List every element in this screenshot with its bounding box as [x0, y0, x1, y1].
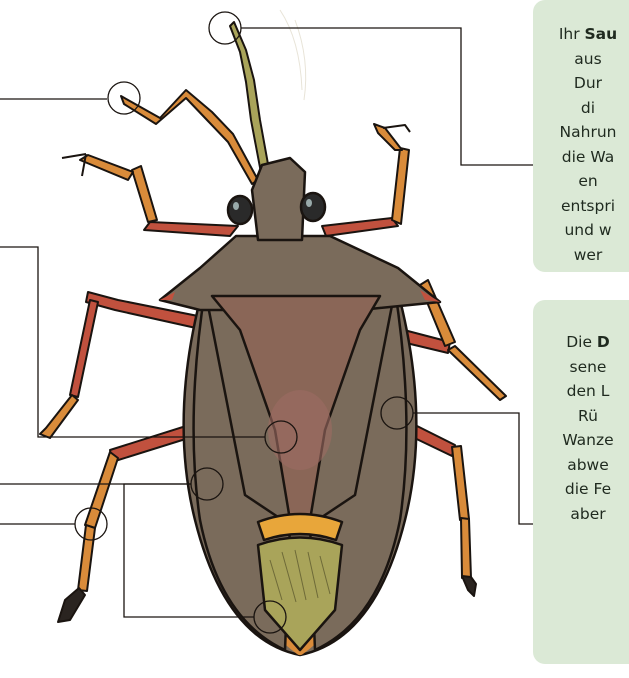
card-text: den L — [567, 382, 610, 400]
card-text-line: Dur — [533, 71, 629, 96]
left-eye — [228, 196, 252, 224]
card-text: di — [581, 99, 595, 117]
card-text-line: Rü — [533, 404, 629, 429]
card-text: Dur — [574, 74, 602, 92]
card-text: aus — [574, 50, 601, 68]
card-text-line: die Fe — [533, 477, 629, 502]
card-text: die Wa — [562, 148, 614, 166]
antennae — [121, 10, 306, 184]
card-text-line: die Wa — [533, 145, 629, 170]
card-text: Rü — [578, 407, 598, 425]
front-right-leg — [322, 218, 398, 236]
card-text: die Fe — [565, 480, 611, 498]
card-text: Wanze — [562, 431, 613, 449]
card-text-line: aber — [533, 502, 629, 527]
card-text: Ihr — [559, 25, 585, 43]
card-text-line: Wanze — [533, 428, 629, 453]
card-text: und w — [564, 221, 611, 239]
card-text: aber — [570, 505, 605, 523]
card-text-line: wer — [533, 243, 629, 268]
card-text-line: den L — [533, 379, 629, 404]
card-text-line: en — [533, 169, 629, 194]
card-text-line: Nahrun — [533, 120, 629, 145]
card-text: Die — [566, 333, 597, 351]
card-text-bold: Sau — [585, 25, 618, 43]
card-text: abwe — [567, 456, 609, 474]
card-text: wer — [574, 246, 603, 264]
card-text-line: sene — [533, 355, 629, 380]
head — [252, 158, 305, 240]
card-text-line: und w — [533, 218, 629, 243]
card-text: sene — [570, 358, 607, 376]
right-eye — [301, 193, 325, 221]
card-text-line: aus — [533, 47, 629, 72]
front-left-leg — [144, 222, 238, 236]
card-text-line: Die D — [533, 330, 629, 355]
card-text-line: entspri — [533, 194, 629, 219]
card-text-line: abwe — [533, 453, 629, 478]
card-text: en — [578, 172, 597, 190]
card-text-line: Ihr Sau — [533, 22, 629, 47]
card-text-bold: D — [597, 333, 610, 351]
card-text-line: di — [533, 96, 629, 121]
card-text: entspri — [561, 197, 615, 215]
card-text: Nahrun — [560, 123, 617, 141]
